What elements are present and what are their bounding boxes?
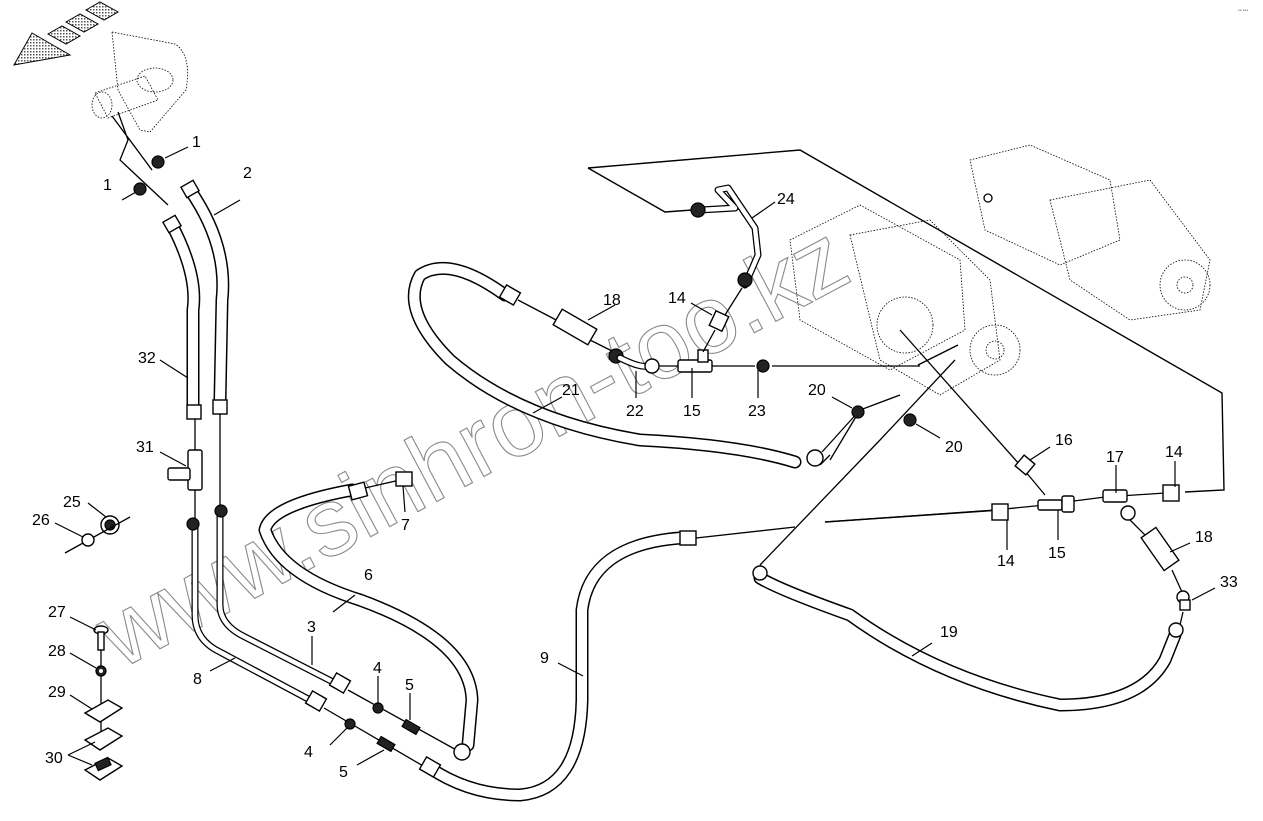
adapter-7 bbox=[395, 471, 413, 487]
callout-15: 15 bbox=[1048, 545, 1066, 562]
callout-25: 25 bbox=[63, 494, 81, 511]
seal-ring-4b bbox=[344, 718, 356, 730]
callout-14: 14 bbox=[668, 290, 686, 307]
adapter-23 bbox=[756, 359, 770, 373]
callout-19: 19 bbox=[940, 624, 958, 641]
callout-labels: 1 1 2 3 4 4 5 5 6 7 8 9 14 14 14 15 15 1… bbox=[32, 134, 1238, 781]
fitting-14b bbox=[991, 503, 1009, 521]
adapter-20b bbox=[903, 413, 917, 427]
fitting-1b bbox=[133, 182, 147, 196]
callout-7: 7 bbox=[401, 517, 410, 534]
valve-18b bbox=[1140, 526, 1180, 572]
tee-15b bbox=[1037, 495, 1075, 513]
callout-4: 4 bbox=[373, 660, 382, 677]
callout-17: 17 bbox=[1106, 449, 1124, 466]
callout-31: 31 bbox=[136, 439, 154, 456]
callout-16: 16 bbox=[1055, 432, 1073, 449]
callout-22: 22 bbox=[626, 403, 644, 420]
pedal-valve-mount bbox=[91, 31, 188, 206]
hose-2 bbox=[183, 183, 230, 407]
tee-valve-31 bbox=[167, 399, 228, 491]
cover-plate-29 bbox=[83, 699, 124, 723]
callout-33: 33 bbox=[1220, 574, 1238, 591]
elbow-17 bbox=[1102, 489, 1136, 521]
callout-5: 5 bbox=[405, 677, 414, 694]
valve-18a bbox=[552, 308, 598, 346]
callout-3: 3 bbox=[307, 619, 316, 636]
hose-19 bbox=[753, 571, 1182, 712]
clamp-halves-30 bbox=[83, 727, 124, 781]
hose-21 bbox=[407, 261, 802, 469]
callout-6: 6 bbox=[364, 567, 373, 584]
direction-arrow-icon bbox=[13, 1, 120, 66]
elbow-33 bbox=[1176, 590, 1191, 611]
callout-4: 4 bbox=[304, 744, 313, 761]
callout-18: 18 bbox=[1195, 529, 1213, 546]
callout-23: 23 bbox=[748, 403, 766, 420]
callout-21: 21 bbox=[562, 382, 580, 399]
callout-26: 26 bbox=[32, 512, 50, 529]
callout-15: 15 bbox=[683, 403, 701, 420]
callout-24: 24 bbox=[777, 191, 795, 208]
elbow-22 bbox=[644, 358, 660, 374]
callout-20: 20 bbox=[808, 382, 826, 399]
callout-14: 14 bbox=[997, 553, 1015, 570]
callout-32: 32 bbox=[138, 350, 156, 367]
adapter-5b bbox=[376, 735, 396, 753]
tee-15a bbox=[677, 349, 713, 373]
callout-20: 20 bbox=[945, 439, 963, 456]
callout-28: 28 bbox=[48, 643, 66, 660]
seal-ring-4a bbox=[372, 702, 384, 714]
hose-9 bbox=[423, 531, 687, 802]
callout-14: 14 bbox=[1165, 444, 1183, 461]
nut-25 bbox=[100, 515, 120, 535]
fitting-1a bbox=[151, 155, 165, 169]
adapter-5a bbox=[401, 718, 421, 736]
pipe-3 bbox=[216, 508, 339, 687]
fitting-14c bbox=[1162, 484, 1180, 502]
callout-5: 5 bbox=[339, 764, 348, 781]
hydraulic-pump-assembly bbox=[789, 144, 1211, 396]
corner-mark: •• ••• bbox=[1238, 8, 1248, 14]
callout-8: 8 bbox=[193, 671, 202, 688]
plug-26 bbox=[81, 533, 95, 547]
callout-9: 9 bbox=[540, 650, 549, 667]
callout-18: 18 bbox=[603, 292, 621, 309]
callout-1: 1 bbox=[103, 177, 112, 194]
callout-30: 30 bbox=[45, 750, 63, 767]
washer-28 bbox=[95, 665, 107, 677]
callout-27: 27 bbox=[48, 604, 66, 621]
pipe-8 bbox=[191, 521, 314, 704]
hose-32 bbox=[165, 218, 201, 417]
callout-2: 2 bbox=[243, 165, 252, 182]
hose-6 bbox=[258, 483, 479, 752]
pipe-24 bbox=[696, 184, 762, 289]
fitting-14a bbox=[708, 309, 730, 333]
callout-1: 1 bbox=[192, 134, 201, 151]
adapter-20a bbox=[851, 405, 865, 419]
adapter-16 bbox=[1014, 454, 1036, 476]
callout-29: 29 bbox=[48, 684, 66, 701]
leader-lines bbox=[54, 146, 1216, 766]
